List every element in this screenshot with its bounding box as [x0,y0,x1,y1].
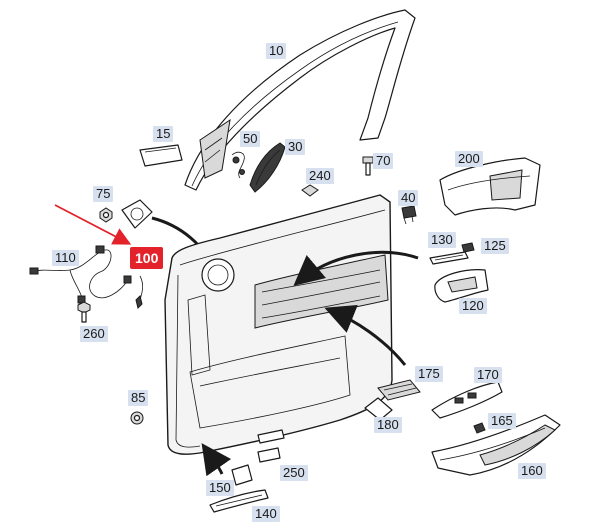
part-150-clip [231,464,253,486]
arrow-150 [201,443,232,477]
callout-165: 165 [488,413,516,429]
arrow-175 [324,304,407,366]
part-125-clip [461,242,475,253]
part-30-mirror-cover [249,142,286,193]
part-110-wiring-harness [29,245,132,304]
part-100-sensor-strip [135,275,144,309]
callout-85: 85 [128,390,149,406]
part-15-clip [139,144,183,167]
callout-180: 180 [374,417,402,433]
part-160-armrest [431,414,561,476]
part-40-clip [401,205,417,225]
part-250-trim [257,447,281,463]
part-75-nut [99,207,113,223]
part-170-switch-panel [431,381,503,419]
part-120-door-handle [434,269,489,303]
part-200-grab-handle [439,157,541,216]
callout-70: 70 [373,153,394,169]
part-140-trim-strip [209,489,269,513]
part-165-clip [473,422,486,434]
part-240-screw [301,184,319,197]
callout-110: 110 [52,250,79,266]
callout-260: 260 [80,326,108,342]
callout-170: 170 [474,367,502,383]
part-85-plug [130,411,144,425]
callout-15: 15 [153,126,174,142]
callout-240: 240 [306,168,334,184]
highlight-arrow [54,204,132,245]
callout-75: 75 [93,186,114,202]
callout-150: 150 [206,480,234,496]
part-180-bracket [364,397,393,421]
callout-160: 160 [518,463,546,479]
part-50-connector [231,151,245,179]
part-130-switch-trim [429,251,469,265]
callout-30: 30 [285,139,306,155]
callout-10: 10 [266,43,287,59]
callout-125: 125 [481,238,509,254]
callout-200: 200 [455,151,483,167]
callout-130: 130 [428,232,456,248]
callout-50: 50 [240,131,261,147]
callout-250: 250 [280,465,308,481]
part-70-lock-pin [362,156,374,176]
callout-120: 120 [459,298,487,314]
callout-40: 40 [398,190,419,206]
callout-140: 140 [252,506,280,522]
callout-100-highlighted: 100 [130,247,164,269]
part-175-switch-bezel [377,379,421,401]
part-10-window-frame-trim [184,9,416,191]
arrow-120 [293,250,419,286]
callout-175: 175 [415,366,443,382]
part-260-bolt [77,301,91,323]
